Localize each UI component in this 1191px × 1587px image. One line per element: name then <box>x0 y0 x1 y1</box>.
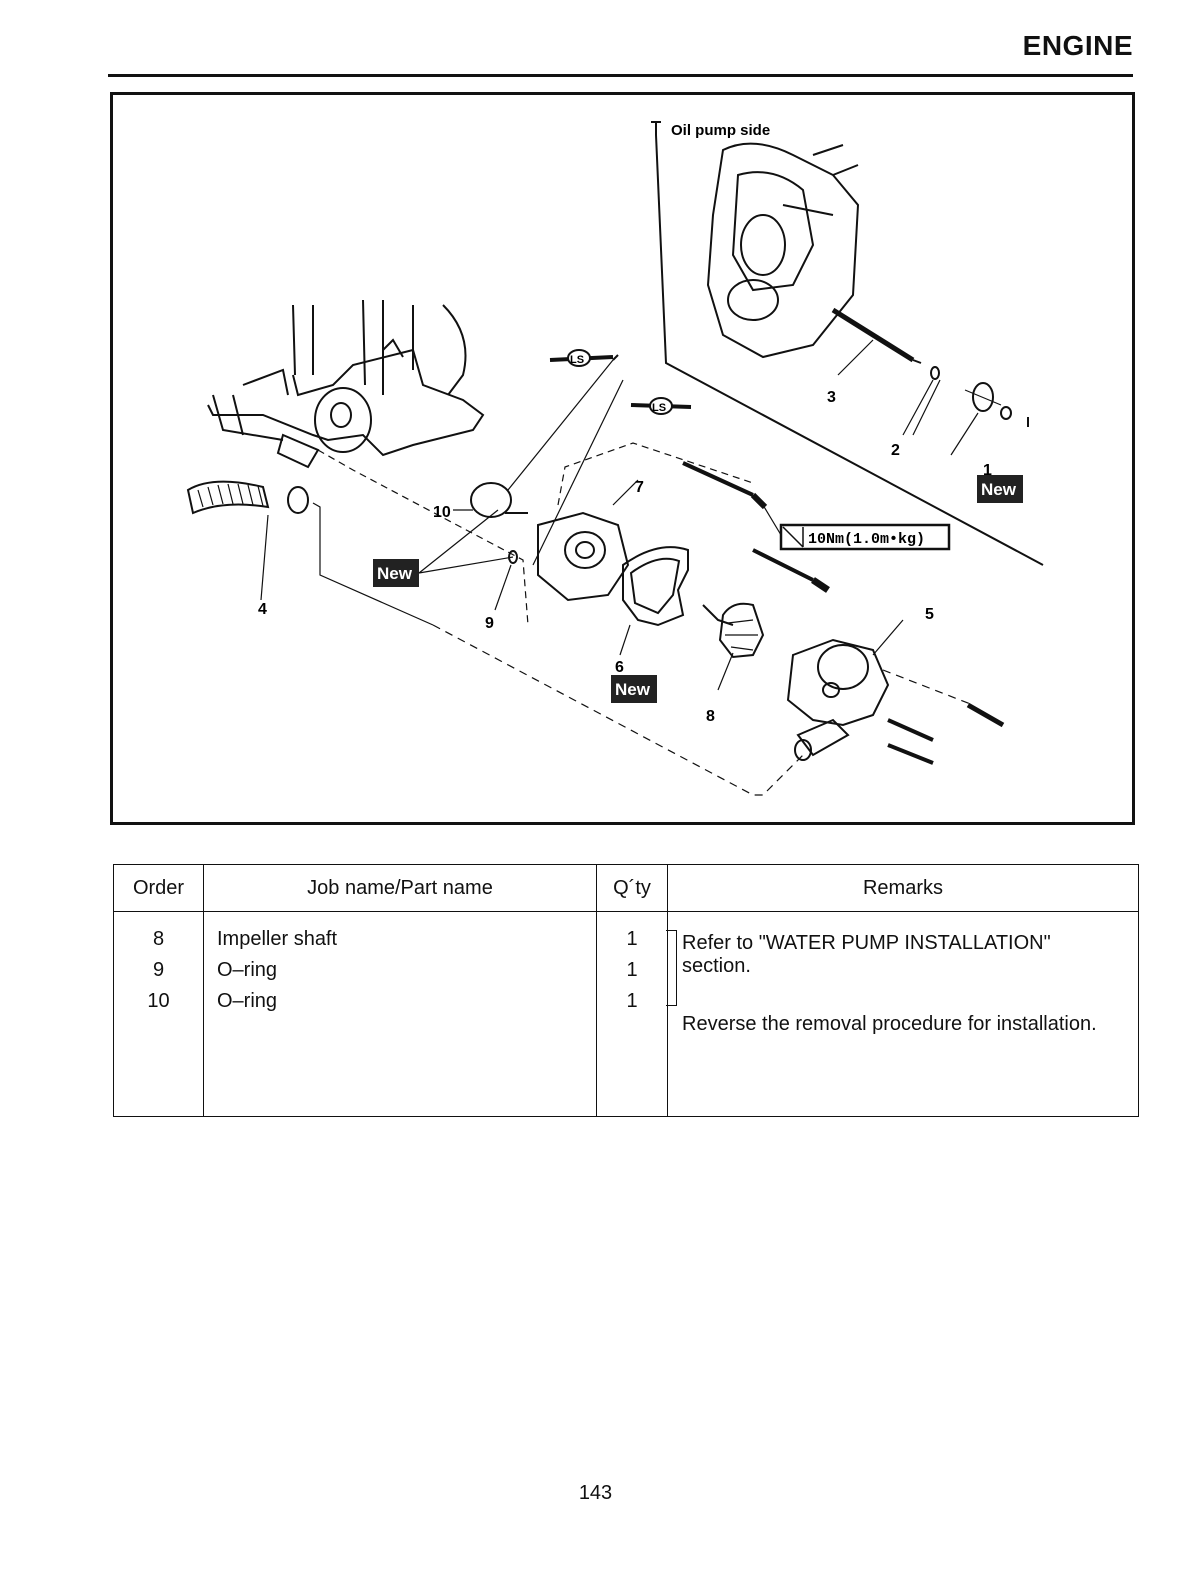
remark-bracket <box>666 930 677 1006</box>
svg-text:10Nm(1.0m•kg): 10Nm(1.0m•kg) <box>808 531 925 548</box>
remark-installation-reference: Refer to "WATER PUMP INSTALLATION" secti… <box>682 932 1051 977</box>
table-row-qty: 1 <box>626 928 638 950</box>
new-tag-1: New <box>977 475 1023 503</box>
table-row-order: 9 <box>152 959 165 981</box>
callout-6: 6 <box>615 659 624 676</box>
parts-table: Order Job name/Part name Q´ty Remarks 8 … <box>113 864 1139 1117</box>
svg-text:New: New <box>615 680 651 699</box>
table-row-part: O–ring <box>217 959 278 981</box>
callout-5: 5 <box>925 606 934 623</box>
callout-2: 2 <box>891 442 900 459</box>
new-tag-9-10: New <box>373 509 514 587</box>
torque-spec: 10Nm(1.0m•kg) <box>779 523 951 551</box>
lubricant-tag-left: LS <box>549 349 614 367</box>
callout-4: 4 <box>258 601 267 618</box>
header-job: Job name/Part name <box>203 864 597 912</box>
header-order: Order <box>113 864 204 912</box>
exploded-diagram: 1 2 3 4 5 6 7 8 9 10 Oil pump side LS LS… <box>110 92 1135 825</box>
svg-text:New: New <box>981 480 1017 499</box>
table-row-qty: 1 <box>626 959 638 981</box>
svg-text:LS: LS <box>652 402 666 414</box>
order-column: 8 9 10 <box>113 911 204 1117</box>
new-tag-6: New <box>611 675 657 703</box>
callout-8: 8 <box>706 708 715 725</box>
qty-column: 1 1 1 <box>596 911 668 1117</box>
table-row-part: Impeller shaft <box>217 928 338 950</box>
callout-3: 3 <box>827 389 836 406</box>
table-body-row: 8 9 10 Impeller shaft O–ring O–ring 1 1 … <box>113 911 1139 1117</box>
svg-text:LS: LS <box>570 354 584 366</box>
remark-reverse-procedure: Reverse the removal procedure for instal… <box>682 1013 1097 1035</box>
svg-text:New: New <box>377 564 413 583</box>
section-title: ENGINE <box>1022 30 1133 61</box>
lubricant-tag-right: LS <box>630 397 692 415</box>
header-qty: Q´ty <box>596 864 668 912</box>
callout-10: 10 <box>433 504 451 521</box>
remarks-column: Refer to "WATER PUMP INSTALLATION" secti… <box>666 911 1139 1117</box>
table-row-order: 8 <box>152 928 165 950</box>
table-header-row: Order Job name/Part name Q´ty Remarks <box>113 864 1139 912</box>
inset-label: Oil pump side <box>671 122 770 139</box>
table-row-qty: 1 <box>626 990 638 1012</box>
header-rule <box>108 74 1133 77</box>
diagram-drawing: 1 2 3 4 5 6 7 8 9 10 Oil pump side LS LS… <box>186 121 1044 796</box>
page-number: 143 <box>578 1482 613 1504</box>
callout-9: 9 <box>485 615 494 632</box>
callout-7: 7 <box>635 479 644 496</box>
header-remarks: Remarks <box>667 864 1139 912</box>
callout-1: 1 <box>983 462 992 479</box>
table-row-part: O–ring <box>217 990 278 1012</box>
table-row-order: 10 <box>147 990 170 1012</box>
job-column: Impeller shaft O–ring O–ring <box>203 911 597 1117</box>
